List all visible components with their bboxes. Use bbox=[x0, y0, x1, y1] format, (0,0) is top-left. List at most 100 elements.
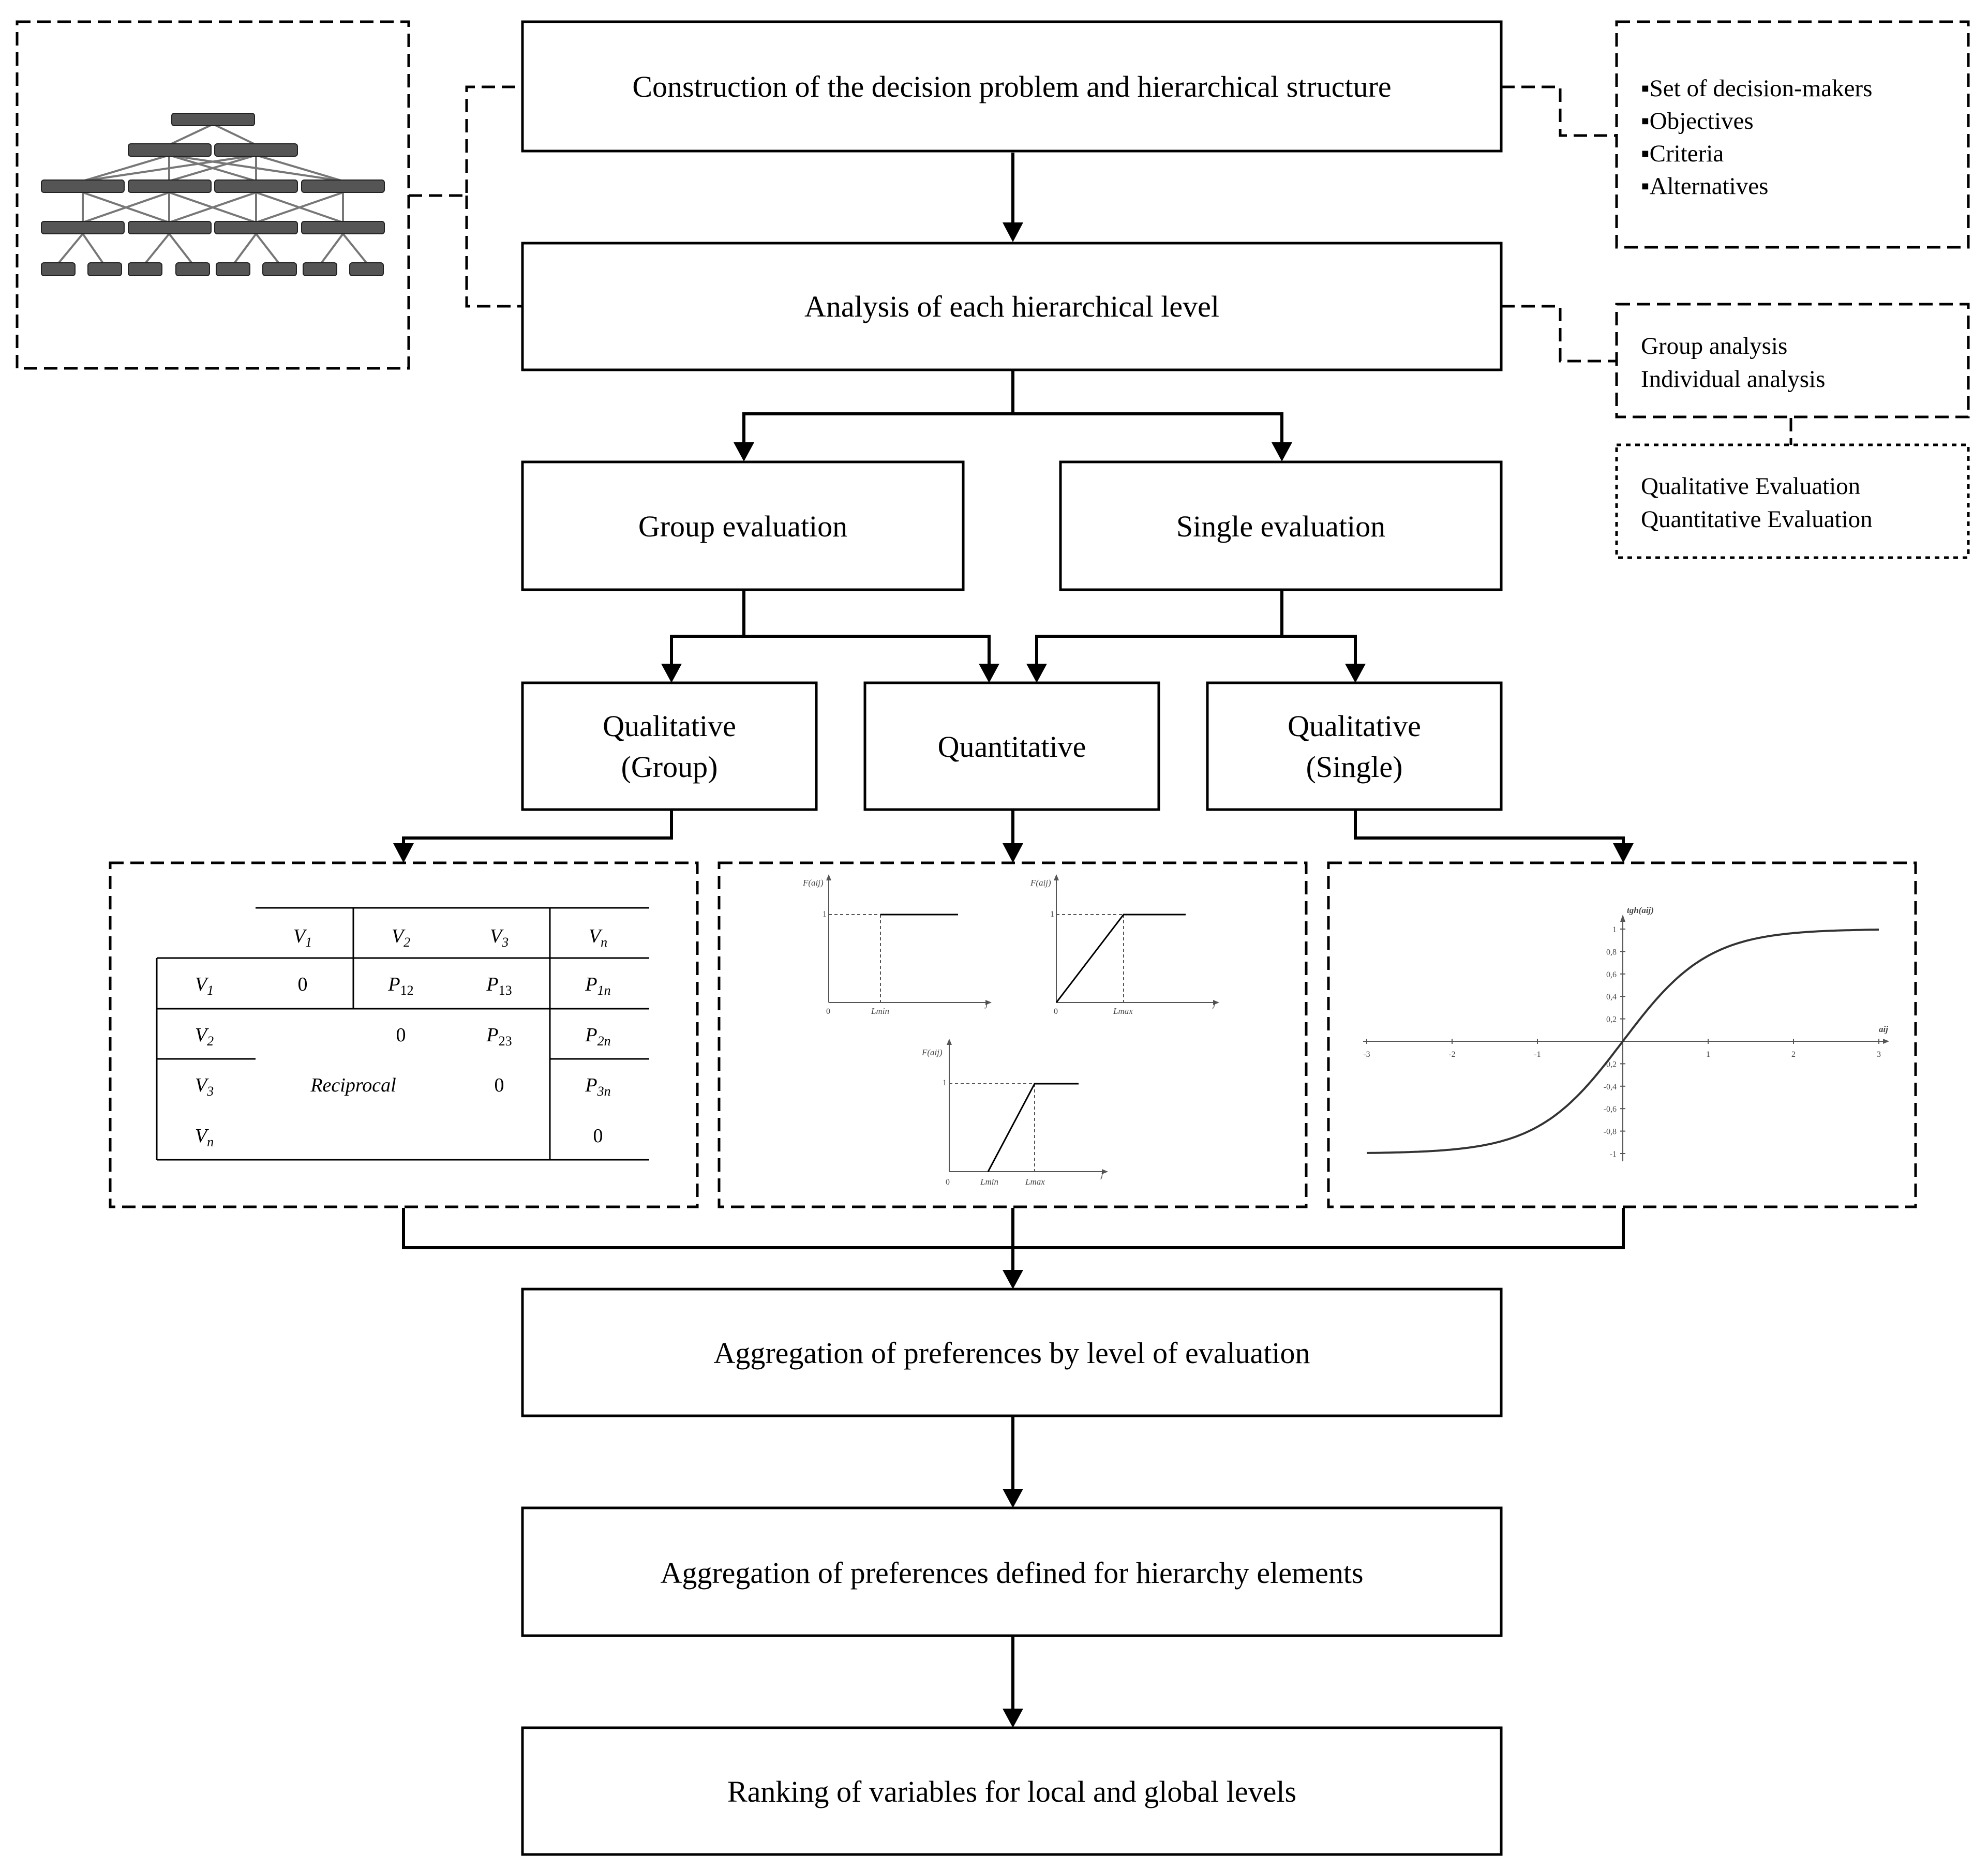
cell-r3c4: P3n bbox=[585, 1074, 610, 1099]
f1-y-label: F(aij) bbox=[802, 878, 824, 888]
matrix-lines bbox=[156, 907, 649, 1161]
step-construction-label: Construction of the decision problem and… bbox=[632, 70, 1391, 103]
note-analysis: Group analysis Individual analysis bbox=[1615, 303, 1970, 418]
preference-functions-panel: F(aij) 1 0 Lmin j F(aij) 1 0 Lmax j bbox=[718, 861, 1308, 1208]
step-group-evaluation: Group evaluation bbox=[521, 460, 965, 591]
cell-r1c3: P13 bbox=[486, 974, 512, 998]
f1-lmin: Lmin bbox=[871, 1006, 889, 1016]
single-evaluation-label: Single evaluation bbox=[1176, 510, 1385, 543]
tanh-x-tick-label: -3 bbox=[1363, 1050, 1370, 1059]
tanh-y-tick-label: 0,2 bbox=[1606, 1015, 1617, 1024]
tanh-y-tick-label: -0,6 bbox=[1604, 1105, 1617, 1114]
tanh-curve bbox=[1367, 929, 1879, 1154]
f1-zero: 0 bbox=[826, 1007, 830, 1016]
f1-x: j bbox=[984, 999, 988, 1009]
tanh-y-tick-label: 0,6 bbox=[1606, 970, 1617, 979]
cell-r1c2: P12 bbox=[387, 974, 413, 998]
matrix-row-headers: V1 V2 V3 Vn bbox=[195, 974, 214, 1149]
tanh-x-tick-label: -1 bbox=[1534, 1050, 1541, 1059]
group-evaluation-label: Group evaluation bbox=[638, 510, 847, 543]
col-header-v2: V2 bbox=[392, 925, 410, 950]
f3-one: 1 bbox=[943, 1079, 947, 1087]
step-aggregation-level: Aggregation of preferences by level of e… bbox=[521, 1288, 1503, 1417]
cell-r1c4: P1n bbox=[585, 974, 610, 998]
f2-y-label: F(aij) bbox=[1030, 878, 1051, 888]
f2-one: 1 bbox=[1050, 910, 1054, 919]
f3-y-label: F(aij) bbox=[921, 1048, 943, 1057]
step-construction: Construction of the decision problem and… bbox=[521, 20, 1503, 153]
quantitative-label: Quantitative bbox=[938, 730, 1086, 764]
col-header-vn: Vn bbox=[589, 925, 607, 950]
f3-lmax: Lmax bbox=[1025, 1177, 1045, 1187]
note-item-objectives: ▪Objectives bbox=[1641, 108, 1754, 134]
f3-x: j bbox=[1100, 1170, 1103, 1179]
matrix-cells: 0 P12 P13 P1n 0 P23 P2n Reciprocal 0 P3n… bbox=[298, 974, 611, 1147]
cell-r2c4: P2n bbox=[585, 1024, 610, 1049]
cell-r1c1: 0 bbox=[298, 974, 308, 995]
step-quantitative: Quantitative bbox=[863, 681, 1160, 811]
tanh-y-title: tgh(aij) bbox=[1627, 905, 1654, 915]
note-quantitative-evaluation: Quantitative Evaluation bbox=[1641, 506, 1873, 533]
row-header-v1: V1 bbox=[195, 974, 214, 998]
ranking-label: Ranking of variables for local and globa… bbox=[727, 1775, 1296, 1808]
f2-lmax: Lmax bbox=[1113, 1006, 1133, 1016]
note-item-alternatives: ▪Alternatives bbox=[1641, 173, 1768, 200]
hierarchy-diagram-icon bbox=[16, 20, 410, 370]
cell-r2c3: P23 bbox=[486, 1024, 512, 1049]
step-analysis: Analysis of each hierarchical level bbox=[521, 242, 1503, 371]
aggregation-level-label: Aggregation of preferences by level of e… bbox=[713, 1336, 1310, 1370]
tanh-y-tick-label: -0,8 bbox=[1604, 1128, 1617, 1136]
pairwise-matrix-panel: V1 V2 V3 Vn V1 V2 V3 Vn 0 P12 P13 P1n 0 … bbox=[109, 861, 699, 1208]
connectors bbox=[393, 85, 1792, 1728]
linear-indifference-function-plot: F(aij) 1 0 Lmin Lmax j bbox=[921, 1039, 1108, 1187]
tanh-x-tick-label: 2 bbox=[1791, 1050, 1796, 1059]
f2-zero: 0 bbox=[1054, 1007, 1058, 1016]
step-function-plot: F(aij) 1 0 Lmin j bbox=[802, 874, 992, 1016]
cell-r2c2: 0 bbox=[396, 1024, 406, 1046]
f3-lmin: Lmin bbox=[980, 1177, 998, 1187]
qual-group-line2: (Group) bbox=[621, 750, 718, 784]
step-analysis-label: Analysis of each hierarchical level bbox=[804, 290, 1219, 323]
note-item-criteria: ▪Criteria bbox=[1641, 140, 1724, 167]
tanh-y-tick-label: -0,4 bbox=[1604, 1083, 1617, 1091]
qual-single-line1: Qualitative bbox=[1288, 709, 1421, 743]
linear-function-plot: F(aij) 1 0 Lmax j bbox=[1030, 874, 1219, 1016]
tanh-x-tick-label: 1 bbox=[1706, 1050, 1710, 1059]
matrix-col-headers: V1 V2 V3 Vn bbox=[293, 925, 607, 950]
tanh-x-tick-label: -2 bbox=[1448, 1050, 1455, 1059]
tanh-y-tick-label: 0,4 bbox=[1606, 993, 1617, 1001]
note-group-analysis: Group analysis bbox=[1641, 333, 1787, 360]
f1-one: 1 bbox=[823, 910, 827, 919]
step-ranking: Ranking of variables for local and globa… bbox=[521, 1726, 1503, 1856]
tanh-y-tick-label: 0,8 bbox=[1606, 948, 1617, 956]
step-qualitative-group: Qualitative (Group) bbox=[521, 681, 818, 811]
tanh-x-title: aij bbox=[1879, 1024, 1888, 1034]
cell-r3c3: 0 bbox=[495, 1074, 504, 1096]
col-header-v1: V1 bbox=[293, 925, 312, 950]
note-individual-analysis: Individual analysis bbox=[1641, 366, 1825, 393]
row-header-v2: V2 bbox=[195, 1024, 214, 1049]
tanh-x-tick-label: 3 bbox=[1877, 1050, 1881, 1059]
step-qualitative-single: Qualitative (Single) bbox=[1206, 681, 1503, 811]
aggregation-hierarchy-label: Aggregation of preferences defined for h… bbox=[660, 1556, 1363, 1590]
step-single-evaluation: Single evaluation bbox=[1059, 460, 1503, 591]
step-aggregation-hierarchy: Aggregation of preferences defined for h… bbox=[521, 1506, 1503, 1637]
tanh-y-tick-label: 1 bbox=[1612, 925, 1617, 934]
qual-single-line2: (Single) bbox=[1306, 750, 1403, 784]
f2-x: j bbox=[1212, 999, 1216, 1009]
note-item-decision-makers: ▪Set of decision-makers bbox=[1641, 75, 1872, 102]
row-header-vn: Vn bbox=[195, 1125, 214, 1149]
note-evaluation: Qualitative Evaluation Quantitative Eval… bbox=[1615, 443, 1970, 559]
hierarchy-links bbox=[57, 123, 368, 265]
f3-zero: 0 bbox=[946, 1178, 950, 1187]
cell-reciprocal: Reciprocal bbox=[310, 1074, 396, 1096]
tanh-y-tick-label: -1 bbox=[1610, 1150, 1617, 1159]
col-header-v3: V3 bbox=[490, 925, 509, 950]
row-header-v3: V3 bbox=[195, 1074, 214, 1099]
note-qualitative-evaluation: Qualitative Evaluation bbox=[1641, 473, 1860, 500]
qual-group-line1: Qualitative bbox=[603, 709, 736, 743]
note-construction: ▪Set of decision-makers ▪Objectives ▪Cri… bbox=[1615, 20, 1970, 249]
